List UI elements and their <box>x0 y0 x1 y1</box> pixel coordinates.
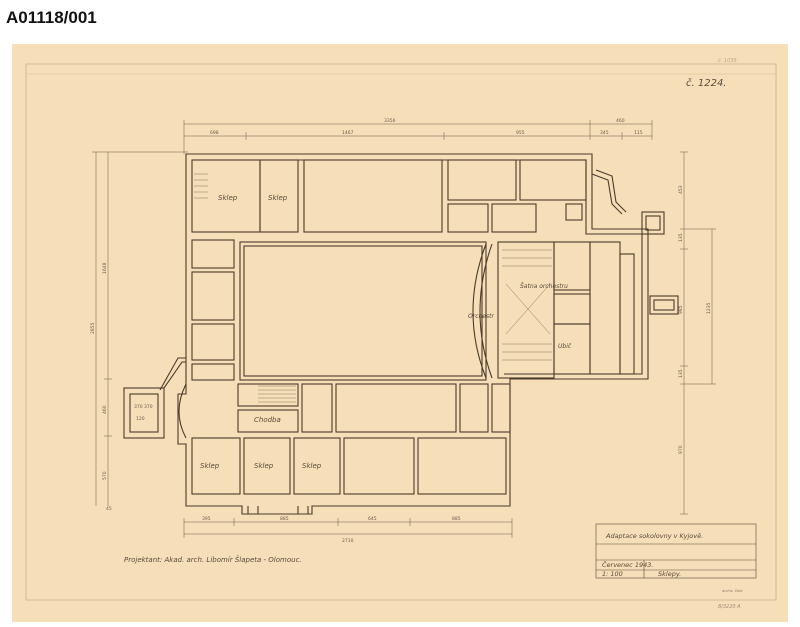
dim-bottom-total: 2710 <box>342 538 354 544</box>
bottom-dimension-lines <box>183 518 513 538</box>
room-label-wc: Ubič <box>558 343 572 350</box>
corner-note-bottom: 8/3220 A <box>718 604 741 610</box>
room-label-sklep-1: Sklep <box>218 194 238 202</box>
title-block-sheet-name: Sklepy. <box>658 570 681 578</box>
dim-right-outer: 1235 <box>706 302 712 314</box>
floor-plan-drawing: č. 1224. č. 1035 3356 460 698 1467 955 3… <box>25 57 777 610</box>
title-block <box>595 523 757 579</box>
dim-left-small: 460 <box>102 405 108 414</box>
dim-bottom-seg-4: 885 <box>452 516 461 522</box>
dim-right-seg-1: 453 <box>678 185 684 194</box>
sheet-frame <box>25 63 777 601</box>
drawing-sheet: č. 1224. č. 1035 3356 460 698 1467 955 3… <box>12 44 788 622</box>
drawing-number: č. 1224. <box>686 77 726 89</box>
title-block-date: Červenec 1943. <box>602 560 653 569</box>
top-dimension-lines <box>183 120 653 154</box>
room-label-sklep-5: Sklep <box>302 462 322 470</box>
dim-left-corner: 45 <box>106 506 112 512</box>
room-label-sklep-2: Sklep <box>268 194 288 202</box>
room-label-orchestr: Orchestr <box>468 313 494 320</box>
building-walls <box>123 153 679 515</box>
stair-box-dim-1: 370 <box>134 404 143 410</box>
projektant-text: Projektant: Akad. arch. Libomír Šlapeta … <box>124 555 302 564</box>
stamp-small: archiv. čísla <box>722 589 743 593</box>
stair-hatching <box>194 173 552 403</box>
dim-left-outer: 2855 <box>90 322 96 334</box>
room-label-sklep-3: Sklep <box>200 462 220 470</box>
dim-bottom-seg-1: 395 <box>202 516 211 522</box>
dim-top-seg-4: 345 <box>600 130 609 136</box>
room-label-sklep-4: Sklep <box>254 462 274 470</box>
dim-top-seg-1: 698 <box>210 130 219 136</box>
corner-note: č. 1035 <box>718 57 737 64</box>
archive-id: A01118/001 <box>6 8 97 27</box>
dim-right-seg-3: 985 <box>678 305 684 314</box>
dim-top-right: 460 <box>616 118 625 124</box>
dim-top-total: 3356 <box>384 118 396 124</box>
left-dimension-lines <box>92 151 188 506</box>
dim-top-seg-2: 1467 <box>342 130 354 136</box>
dim-left-bottom: 570 <box>102 471 108 480</box>
title-block-title: Adaptace sokolovny v Kyjově. <box>605 532 703 540</box>
right-dimension-lines <box>680 151 716 515</box>
room-label-saten: Šatna orchestru <box>520 283 568 290</box>
dim-bottom-seg-2: 885 <box>280 516 289 522</box>
dim-top-seg-3: 955 <box>516 130 525 136</box>
dim-right-seg-2: 135 <box>678 233 684 242</box>
dim-top-seg-5: 115 <box>634 130 643 136</box>
stair-box-dim-2: 370 <box>144 404 153 410</box>
room-label-chodba: Chodba <box>254 416 281 424</box>
title-block-scale: 1: 100 <box>602 570 623 578</box>
dim-right-seg-4: 135 <box>678 369 684 378</box>
dim-left-mid: 1648 <box>102 262 108 274</box>
stair-box-dim-3: 120 <box>136 416 145 422</box>
dim-right-seg-5: 970 <box>678 445 684 454</box>
dim-bottom-seg-3: 645 <box>368 516 377 522</box>
